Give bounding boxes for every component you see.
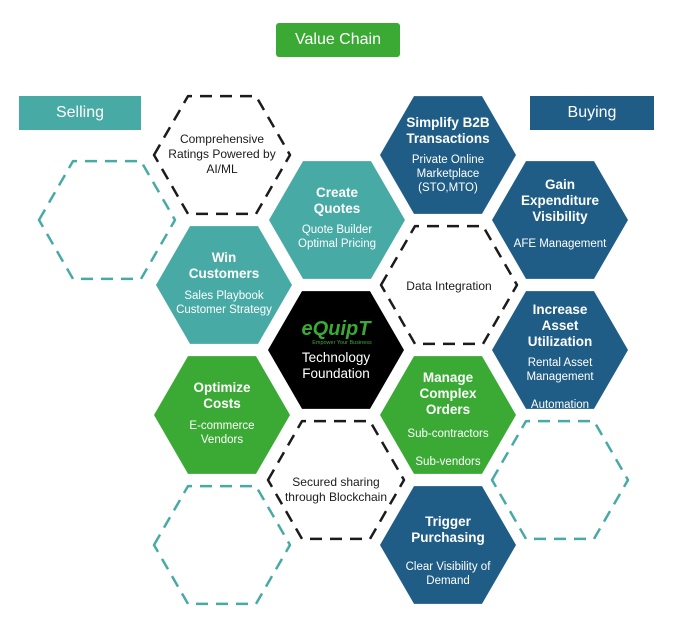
hex-empty-right bbox=[490, 419, 630, 541]
hex-shape bbox=[490, 419, 630, 541]
hex-title: Transactions bbox=[406, 131, 489, 146]
hex-shape bbox=[37, 159, 177, 281]
hex-title: Expenditure bbox=[521, 193, 600, 208]
hex-shape bbox=[380, 356, 516, 474]
hex-shape bbox=[380, 96, 516, 214]
hex-subtitle: Secured sharing bbox=[292, 475, 379, 489]
value-chain-title: Value Chain bbox=[276, 23, 400, 57]
hex-subtitle: Clear Visibility of bbox=[406, 561, 492, 573]
hex-subtitle: Marketplace bbox=[417, 168, 480, 180]
hex-subtitle: Vendors bbox=[201, 434, 243, 446]
hex-subtitle: Sub-contractors bbox=[407, 428, 488, 440]
hex-shape bbox=[492, 161, 628, 279]
hex-title: Manage bbox=[423, 370, 474, 385]
hex-subtitle: Optimal Pricing bbox=[298, 238, 376, 250]
hex-subtitle: Sub-vendors bbox=[415, 456, 480, 468]
hex-subtitle: Data Integration bbox=[406, 279, 491, 293]
hex-subtitle: Management bbox=[526, 371, 594, 383]
hex-shape bbox=[492, 291, 628, 409]
hex-subtitle: Ratings Powered by bbox=[168, 147, 275, 161]
hex-title: Visibility bbox=[532, 209, 588, 224]
hex-subtitle: Comprehensive bbox=[180, 132, 264, 146]
hex-title: Simplify B2B bbox=[406, 115, 490, 130]
hex-shape bbox=[152, 484, 292, 606]
hex-title: Customers bbox=[189, 266, 260, 281]
hex-subtitle: Quote Builder bbox=[302, 224, 372, 236]
hex-title: Complex bbox=[419, 386, 477, 401]
hex-subtitle: Rental Asset bbox=[528, 357, 593, 369]
buying-label: Buying bbox=[530, 96, 654, 130]
logo-wordmark: eQuipT bbox=[302, 318, 373, 340]
hex-title: Quotes bbox=[314, 201, 361, 216]
hex-subtitle: Demand bbox=[426, 575, 469, 587]
hex-shape bbox=[380, 486, 516, 604]
hex-manage-orders: ManageComplexOrdersSub-contractorsSub-ve… bbox=[380, 356, 516, 474]
hex-subtitle: (STO,MTO) bbox=[418, 182, 478, 194]
hex-data-integration: Data Integration bbox=[379, 224, 519, 346]
hex-subtitle: Private Online bbox=[412, 154, 484, 166]
hex-shape bbox=[152, 94, 292, 216]
hex-subtitle: E-commerce bbox=[189, 420, 254, 432]
hex-shape bbox=[266, 419, 406, 541]
hex-subtitle: through Blockchain bbox=[285, 490, 387, 504]
hex-shape bbox=[156, 226, 292, 344]
hex-title: Costs bbox=[203, 396, 241, 411]
hex-shape bbox=[379, 224, 519, 346]
center-title-line2: Foundation bbox=[302, 366, 370, 381]
selling-label: Selling bbox=[19, 96, 141, 130]
hex-title: Purchasing bbox=[411, 530, 485, 545]
hex-shape bbox=[154, 356, 290, 474]
hex-subtitle: Customer Strategy bbox=[176, 304, 272, 316]
hex-empty-left bbox=[37, 159, 177, 281]
hex-title: Increase bbox=[533, 302, 588, 317]
hex-subtitle: AI/ML bbox=[206, 162, 238, 176]
hex-title: Asset bbox=[542, 318, 579, 333]
hex-subtitle: Sales Playbook bbox=[184, 290, 264, 302]
hex-title: Orders bbox=[426, 402, 470, 417]
center-title-line1: Technology bbox=[302, 350, 371, 365]
logo-tagline: Empower Your Business bbox=[312, 340, 372, 346]
hex-title: Optimize bbox=[193, 380, 250, 395]
hex-title: Trigger bbox=[425, 514, 472, 529]
hex-title: Gain bbox=[545, 177, 575, 192]
hex-empty-bottom-left bbox=[152, 484, 292, 606]
hex-subtitle: Automation bbox=[531, 399, 589, 411]
hex-shape bbox=[268, 291, 404, 409]
hex-subtitle: AFE Management bbox=[514, 238, 607, 250]
hex-title: Utilization bbox=[528, 334, 593, 349]
hex-title: Win bbox=[212, 250, 237, 265]
hex-shape bbox=[269, 161, 405, 279]
hex-title: Create bbox=[316, 185, 359, 200]
